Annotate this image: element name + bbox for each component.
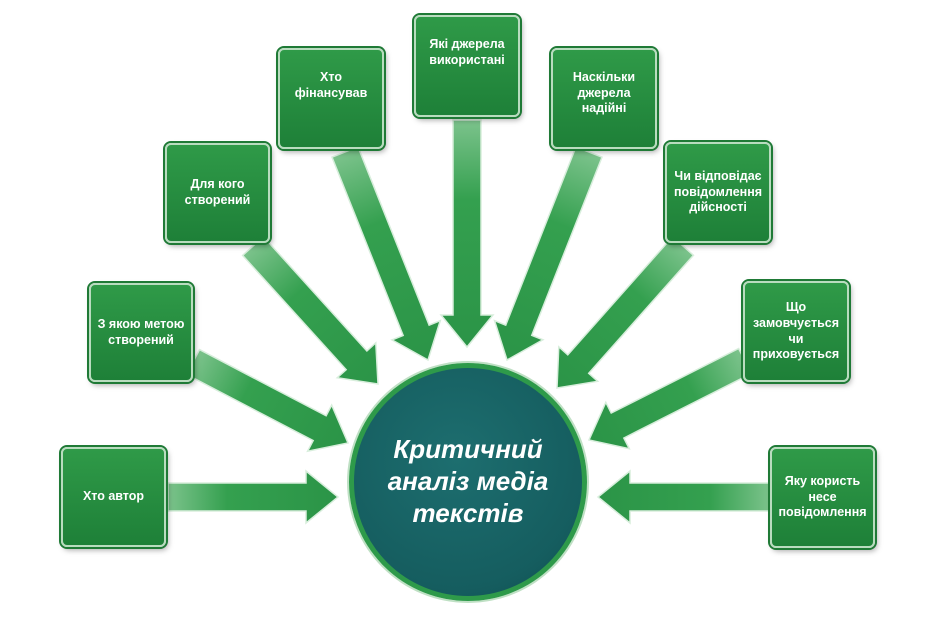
box-sources-reliable: Наскільки джерела надійні [551, 48, 657, 149]
box-benefit: Яку користь несе повідомлення [770, 447, 875, 548]
box-audience: Для кого створений [165, 143, 270, 243]
arrow-sources-used [439, 119, 495, 349]
arrow-sources-reliable [493, 145, 603, 362]
box-reality: Чи відповідає повідомлення дійсності [665, 142, 771, 243]
arrow-reality [556, 235, 695, 389]
arrow-benefit [596, 469, 771, 525]
arrow-audience [241, 235, 379, 385]
box-purpose: З якою метою створений [89, 283, 193, 382]
box-funded: Хто фінансував [278, 48, 384, 149]
box-hidden: Що замовчується чи приховується [743, 281, 849, 382]
arrow-author [167, 469, 340, 525]
arrow-funded [331, 145, 442, 362]
box-author: Хто автор [61, 447, 166, 547]
center-circle: Критичний аналіз медіа текстів [349, 363, 587, 601]
arrow-purpose [185, 348, 350, 453]
box-sources-used: Які джерела використані [414, 15, 520, 117]
arrow-hidden [587, 347, 753, 450]
